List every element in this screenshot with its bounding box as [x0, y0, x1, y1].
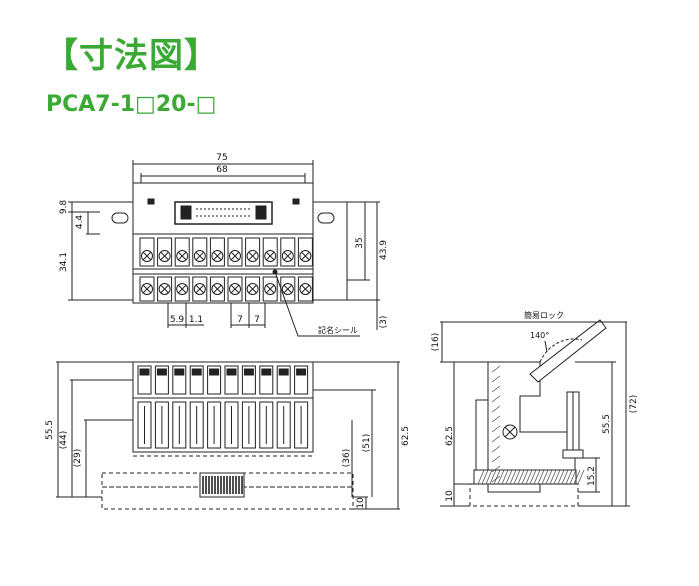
dim-43-9: 43.9 [379, 240, 389, 260]
top-view [68, 160, 380, 337]
dim-34-1: 34.1 [59, 252, 69, 272]
dim-7-a: 7 [237, 315, 243, 325]
dim-15-2: 15.2 [587, 466, 597, 486]
dim-4-4: 4.4 [75, 215, 85, 230]
dim-10-side: 10 [445, 490, 455, 502]
dim-29: (29) [73, 449, 83, 467]
dim-55-5-side: 55.5 [602, 414, 612, 434]
dim-51: (51) [362, 434, 372, 452]
front-terminal-array [137, 365, 309, 449]
dim-5-9: 5.9 [170, 315, 185, 325]
connector-pins [196, 208, 250, 217]
dim-35: 35 [355, 237, 365, 248]
seal-label: 記名シール [318, 325, 358, 335]
dim-10-front: 10 [356, 497, 366, 509]
model-number: PCA7-1□20-□ [46, 92, 217, 117]
dim-44: (44) [59, 431, 69, 449]
dim-68: 68 [216, 165, 228, 175]
page-title: 【寸法図】 [44, 36, 219, 76]
dim-72: (72) [629, 395, 639, 413]
dim-1-1: 1.1 [189, 315, 203, 325]
dim-140-deg: 140° [530, 331, 549, 340]
terminal-row-lower [139, 276, 313, 302]
side-view [440, 319, 630, 507]
front-view [56, 361, 400, 510]
terminal-row-upper [139, 237, 313, 267]
front-rack [202, 476, 243, 494]
dim-55-5-front: 55.5 [45, 420, 55, 440]
dim-16: (16) [431, 333, 441, 351]
dim-62-5-side: 62.5 [445, 426, 455, 446]
dim-75: 75 [216, 153, 227, 163]
dim-3: (3) [379, 316, 389, 329]
lock-label: 簡易ロック [524, 310, 564, 320]
dim-36: (36) [342, 449, 352, 467]
side-hatching [477, 365, 585, 485]
dim-9-8: 9.8 [59, 200, 69, 215]
dim-7-b: 7 [254, 315, 260, 325]
dim-62-5-front: 62.5 [401, 426, 411, 446]
